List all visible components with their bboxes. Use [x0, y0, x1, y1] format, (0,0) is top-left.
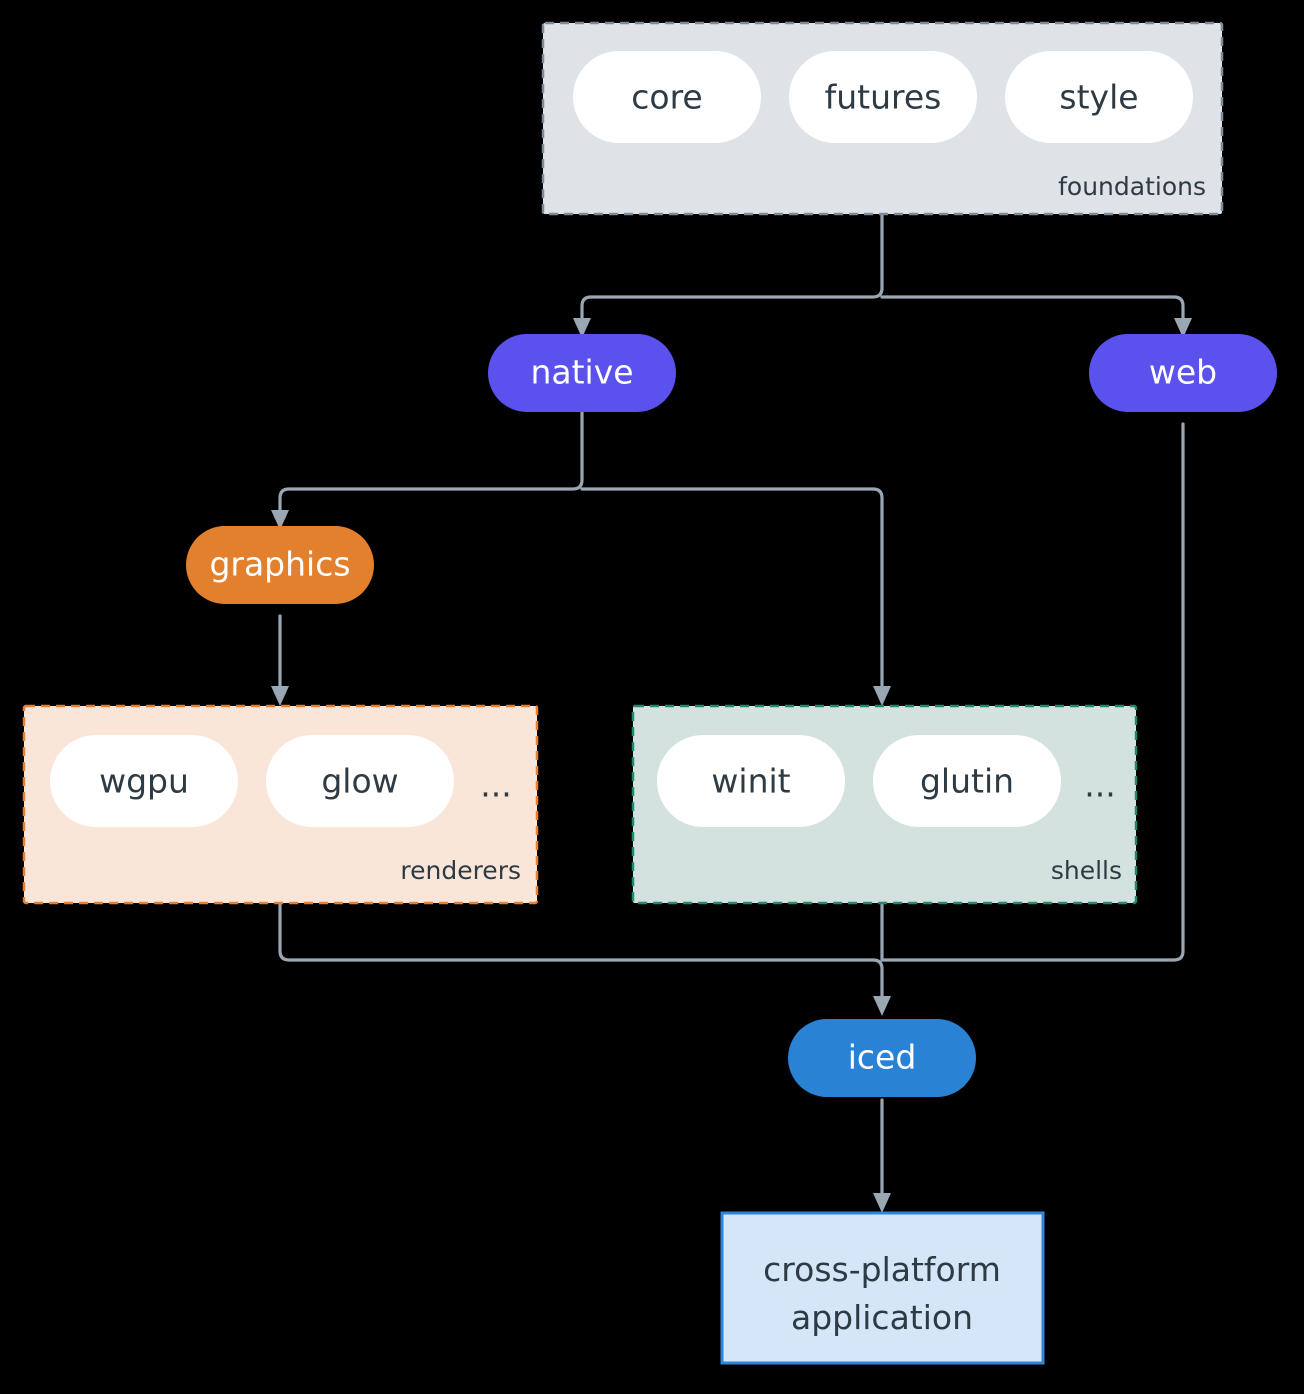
node-futures-label: futures [825, 78, 942, 117]
renderers-ellipsis-label: ... [480, 766, 511, 805]
arrowhead-graphics [271, 510, 289, 530]
node-core[interactable] [573, 51, 761, 143]
edge-web-to-iced [880, 422, 1185, 962]
node-native-group[interactable]: native [488, 334, 676, 412]
edge-foundations-split [580, 212, 884, 324]
node-style-label: style [1059, 78, 1138, 117]
node-iced-group[interactable]: iced [788, 1019, 976, 1097]
node-wgpu[interactable] [50, 735, 238, 827]
node-native[interactable] [488, 334, 676, 412]
node-glutin-label: glutin [920, 762, 1014, 801]
node-application-label-line2: application [791, 1298, 973, 1337]
node-application-label-line1: cross-platform [763, 1250, 1001, 1289]
node-style[interactable] [1005, 51, 1193, 143]
node-graphics-group[interactable]: graphics [186, 526, 374, 604]
group-shells: winit glutin ... shells [631, 704, 1138, 905]
node-winit[interactable] [657, 735, 845, 827]
node-web-label: web [1149, 353, 1217, 392]
group-shells-label: shells [1051, 856, 1122, 885]
group-renderers: wgpu glow ... renderers [22, 704, 539, 905]
arrowhead-renderers [271, 686, 289, 706]
arrowhead-shells [873, 686, 891, 706]
node-application-group[interactable]: cross-platform application [720, 1211, 1045, 1365]
node-core-label: core [631, 78, 702, 117]
node-wgpu-label: wgpu [99, 762, 189, 801]
node-glow[interactable] [266, 735, 454, 827]
edge-foundations-to-web [880, 295, 1185, 324]
node-graphics[interactable] [186, 526, 374, 604]
node-web-group[interactable]: web [1089, 334, 1277, 412]
node-graphics-label: graphics [209, 545, 350, 584]
group-foundations-label: foundations [1058, 172, 1206, 201]
edge-renderers-to-iced [278, 901, 884, 1002]
node-web[interactable] [1089, 334, 1277, 412]
node-winit-label: winit [711, 762, 790, 801]
node-native-label: native [530, 353, 633, 392]
arrowhead-native [573, 318, 591, 338]
group-foundations: core futures style foundations [541, 21, 1224, 216]
node-application[interactable] [720, 1211, 1045, 1365]
node-iced[interactable] [788, 1019, 976, 1097]
edge-native-split [278, 410, 584, 516]
arrowhead-application [873, 1193, 891, 1213]
group-renderers-label: renderers [400, 856, 521, 885]
node-glutin[interactable] [873, 735, 1061, 827]
node-glow-label: glow [321, 762, 398, 801]
arrowhead-web [1174, 318, 1192, 338]
edge-layer [271, 212, 1192, 1213]
edge-native-to-shells [580, 487, 884, 692]
node-iced-label: iced [848, 1038, 917, 1077]
arrowhead-iced [873, 996, 891, 1016]
node-futures[interactable] [789, 51, 977, 143]
shells-ellipsis-label: ... [1084, 766, 1115, 805]
